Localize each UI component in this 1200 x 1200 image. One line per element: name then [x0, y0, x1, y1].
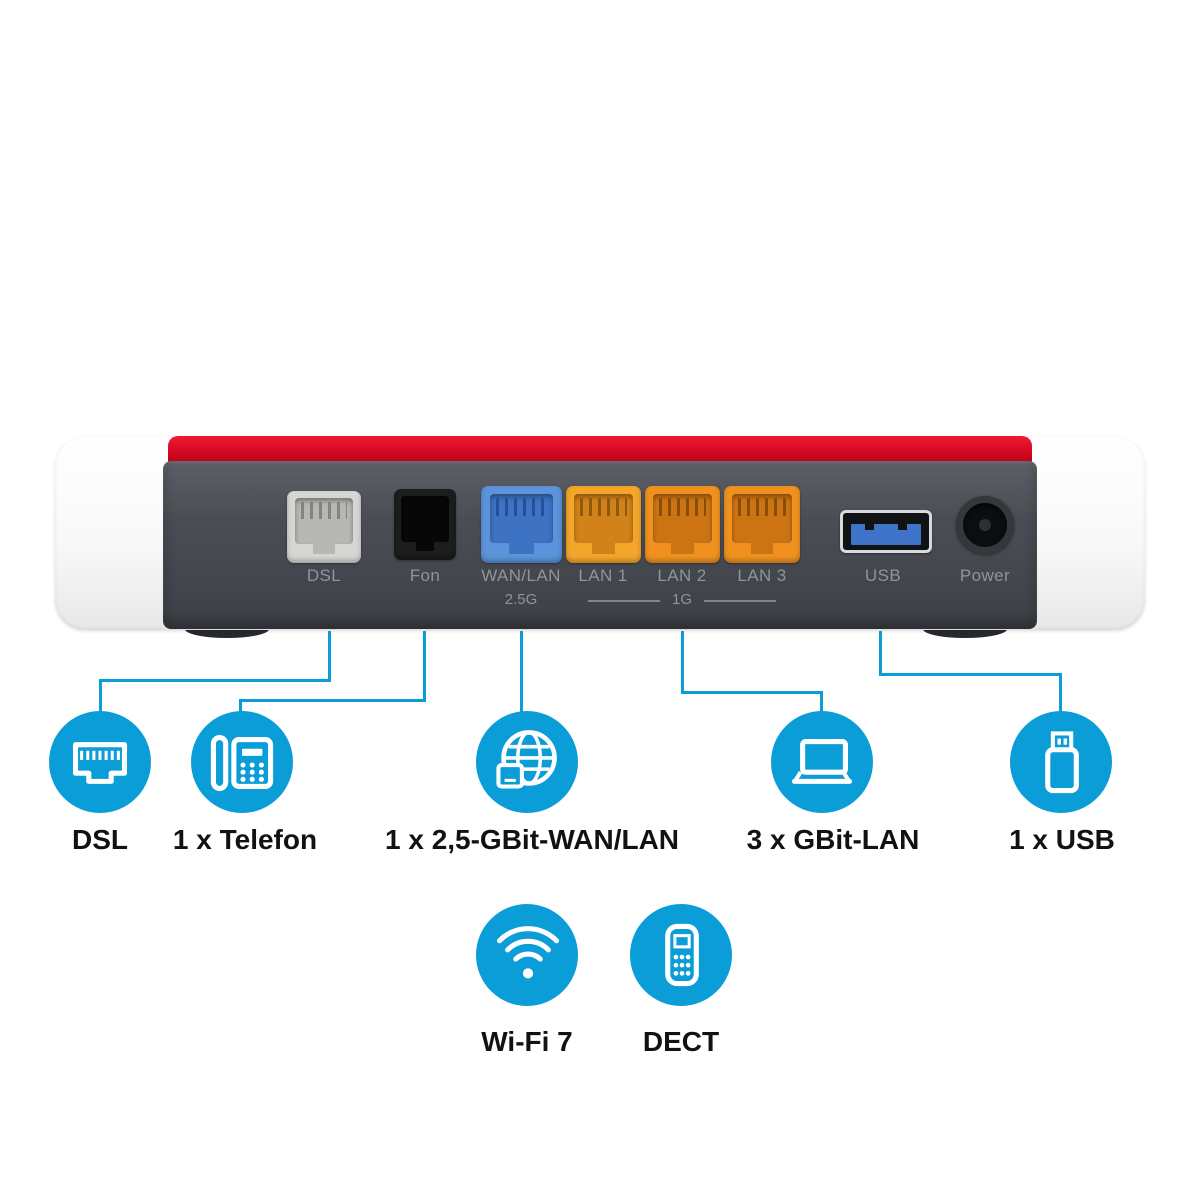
- usb-contact-hole: [898, 524, 907, 530]
- lan-speed-rule-left: [588, 600, 660, 602]
- port-notch: [509, 541, 534, 554]
- lan-connector-line: [820, 691, 823, 715]
- fon-connector-line: [423, 631, 426, 702]
- feature-label-dect: DECT: [642, 1026, 720, 1057]
- port-pins: [580, 497, 627, 517]
- wan-lan-port: [481, 486, 562, 563]
- fon-connector-line: [239, 699, 242, 715]
- dsl-connector-line: [328, 631, 331, 682]
- power-port-label: Power: [959, 566, 1011, 585]
- lan-speed-label: 1G: [671, 591, 692, 608]
- feature-label-usb: 1 x USB: [1009, 824, 1115, 855]
- dsl-connector-line: [99, 679, 102, 715]
- feature-label-wan: 1 x 2,5-GBit-WAN/LAN: [384, 824, 680, 855]
- wan-port-label: WAN/LAN: [481, 566, 561, 585]
- port-pins: [738, 497, 786, 517]
- lan2-port-label: LAN 2: [657, 566, 707, 585]
- port-pins: [659, 497, 706, 517]
- fon-port-label: Fon: [409, 566, 441, 585]
- telephone-icon: [191, 711, 293, 813]
- dect-handset-icon: [630, 904, 732, 1006]
- port-notch: [415, 540, 435, 552]
- usb-contact-hole: [865, 524, 874, 530]
- lan1-port: [566, 486, 641, 563]
- usb-connector-line: [879, 631, 882, 676]
- lan2-port: [645, 486, 720, 563]
- dsl-connector-line: [99, 679, 331, 682]
- globe-wan-icon: [476, 711, 578, 813]
- lan1-port-label: LAN 1: [578, 566, 628, 585]
- laptop-icon: [771, 711, 873, 813]
- port-notch: [750, 541, 774, 554]
- dsl-port: [287, 491, 361, 563]
- dsl-port-label: DSL: [306, 566, 342, 585]
- lan3-port: [724, 486, 800, 563]
- fon-connector-line: [239, 699, 426, 702]
- power-pin: [979, 519, 991, 531]
- port-notch: [671, 541, 694, 554]
- usb-connector-line: [879, 673, 1062, 676]
- lan-connector-line: [681, 631, 684, 694]
- port-opening: [400, 496, 450, 542]
- lan-connector-line: [681, 691, 823, 694]
- feature-label-lan: 3 x GBit-LAN: [746, 824, 920, 855]
- wan-speed-label: 2.5G: [504, 591, 538, 608]
- lan3-port-label: LAN 3: [737, 566, 787, 585]
- feature-label-wifi: Wi-Fi 7: [481, 1026, 573, 1057]
- port-notch: [312, 542, 336, 555]
- feature-label-dsl: DSL: [72, 824, 128, 855]
- ethernet-port-icon: [49, 711, 151, 813]
- usb-stick-icon: [1010, 711, 1112, 813]
- wifi-icon: [476, 904, 578, 1006]
- port-pins: [301, 501, 347, 520]
- usb-port: [840, 510, 932, 553]
- port-notch: [592, 541, 615, 554]
- usb-tongue: [851, 524, 921, 545]
- fon-port: [394, 489, 456, 560]
- usb-connector-line: [1059, 673, 1062, 715]
- router-red-top: [168, 436, 1032, 465]
- power-port: [956, 496, 1014, 554]
- port-pins: [496, 497, 547, 517]
- usb-port-label: USB: [864, 566, 902, 585]
- wan-connector-line: [520, 631, 523, 715]
- lan-speed-rule-right: [704, 600, 776, 602]
- feature-label-telefon: 1 x Telefon: [172, 824, 318, 855]
